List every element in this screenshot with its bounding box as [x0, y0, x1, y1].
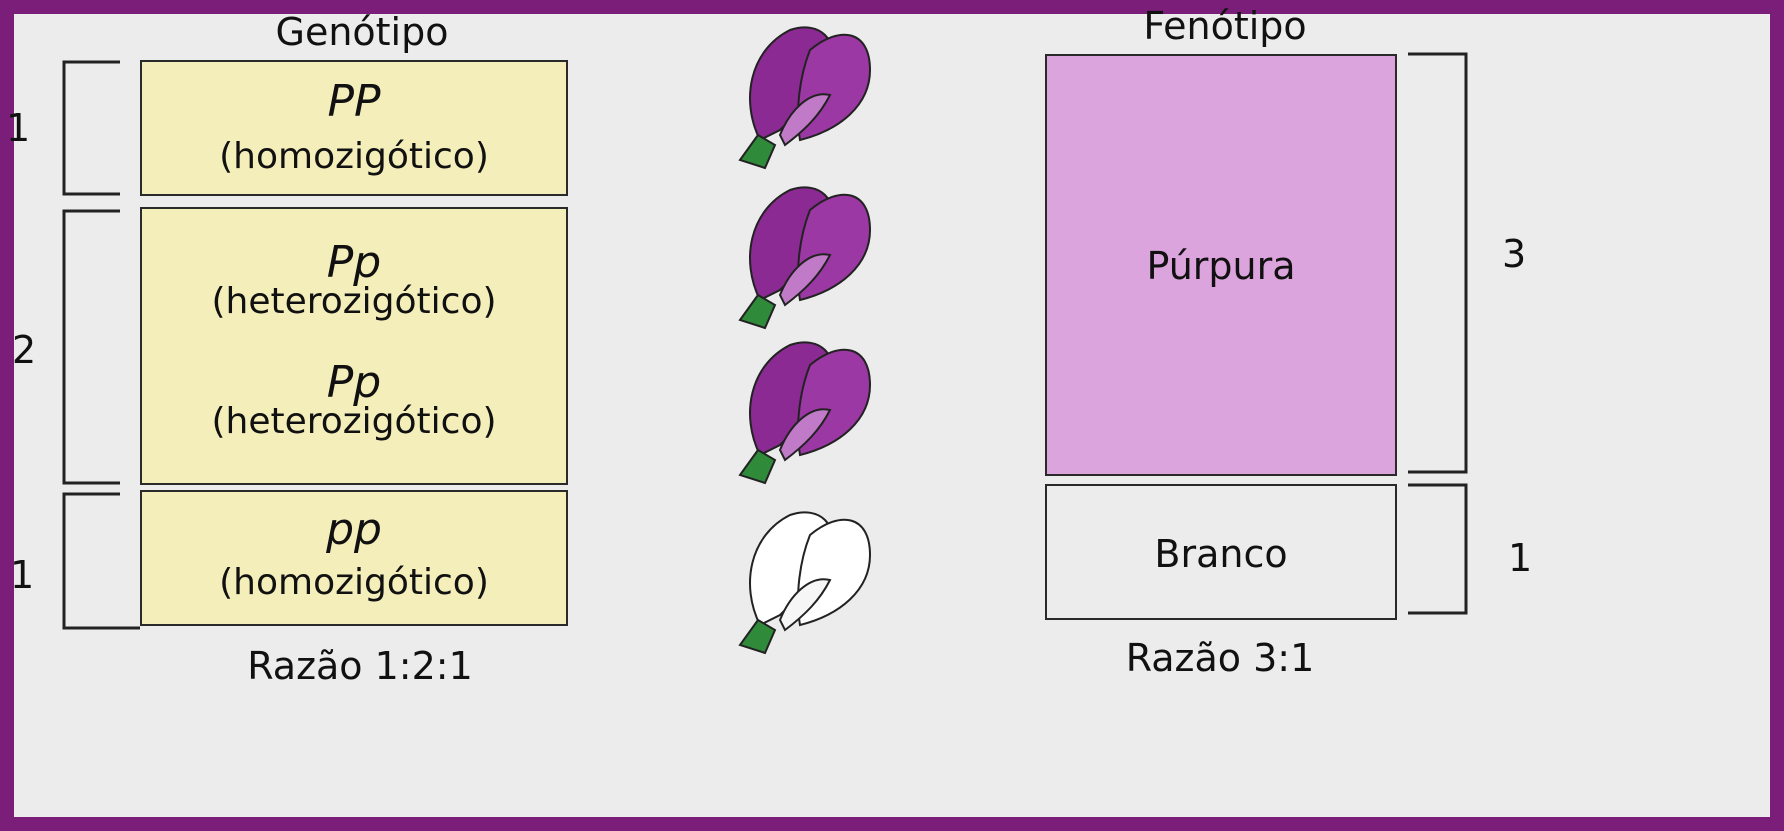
- genotype-zygosity: (heterozigótico): [142, 401, 566, 442]
- flower-purple-icon: [720, 20, 890, 175]
- genotype-bracket-2: [60, 209, 130, 485]
- phenotype-count-1: 1: [1508, 536, 1532, 580]
- genotype-zygosity: (homozigótico): [142, 562, 566, 603]
- phenotype-box-purple: Púrpura: [1045, 54, 1397, 476]
- genotype-zygosity: (homozigótico): [142, 136, 566, 177]
- genotype-ratio: Razão 1:2:1: [210, 644, 510, 688]
- phenotype-ratio: Razão 3:1: [1080, 636, 1360, 680]
- genotype-box-pp: pp (homozigótico): [140, 490, 568, 626]
- phenotype-box-white: Branco: [1045, 484, 1397, 620]
- flower-white-icon: [720, 500, 890, 660]
- phenotype-count-3: 3: [1502, 232, 1526, 276]
- genotype-heading: Genótipo: [262, 10, 462, 54]
- phenotype-label: Branco: [1047, 532, 1395, 576]
- genotype-count-3: 1: [10, 553, 34, 597]
- genotype-box-Pp-pair: Pp (heterozigótico) Pp (heterozigótico): [140, 207, 568, 485]
- flower-purple-icon: [720, 335, 890, 490]
- genotype-allele: PP: [142, 76, 566, 127]
- phenotype-bracket-1: [1404, 483, 1474, 617]
- phenotype-heading: Fenótipo: [1120, 4, 1330, 48]
- genotype-box-PP: PP (homozigótico): [140, 60, 568, 196]
- phenotype-label: Púrpura: [1047, 244, 1395, 288]
- genotype-allele: pp: [142, 504, 566, 555]
- genotype-count-2: 2: [12, 328, 36, 372]
- genotype-bracket-1: [60, 60, 130, 196]
- flower-purple-icon: [720, 180, 890, 335]
- genotype-bracket-3: [60, 492, 150, 630]
- genotype-zygosity: (heterozigótico): [142, 281, 566, 322]
- genotype-count-1: 1: [6, 106, 30, 150]
- phenotype-bracket-3: [1404, 52, 1474, 476]
